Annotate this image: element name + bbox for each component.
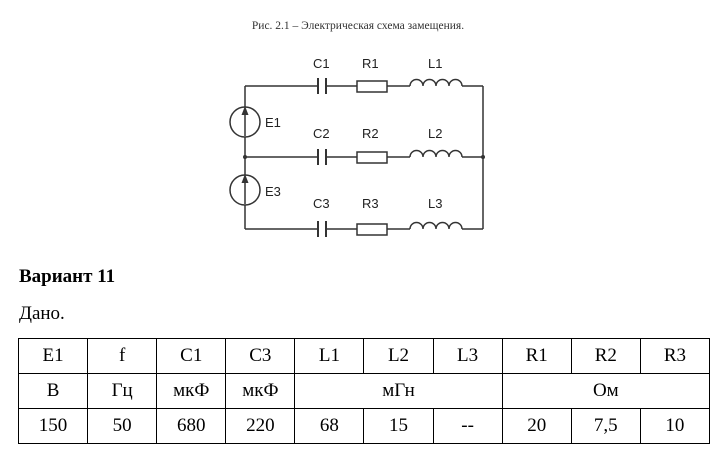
table-header-cell: R1: [501, 338, 572, 374]
figure-caption: Рис. 2.1 – Электрическая схема замещения…: [251, 20, 465, 32]
table-header-cell: R2: [570, 338, 641, 374]
value-cell: 220: [225, 408, 296, 444]
resistor-r1: [356, 80, 388, 93]
label-c3: C3: [313, 196, 330, 211]
inductor-l3: [409, 221, 463, 230]
table-header-cell: C1: [156, 338, 227, 374]
table-units-row: В Гц мкФ мкФ мГн Ом: [17, 373, 711, 409]
label-l1: L1: [428, 56, 442, 71]
resistor-r2: [356, 151, 388, 164]
table-header-cell: L3: [432, 338, 503, 374]
unit-cell: В: [17, 373, 89, 409]
label-c1: C1: [313, 56, 330, 71]
variant-heading: Вариант 11: [19, 266, 116, 287]
value-cell: 7,5: [570, 408, 641, 444]
value-cell: 10: [639, 408, 711, 444]
circuit-diagram: C1 R1 L1 C2 R2 L2 C3 R3 L3 E1 E3: [229, 56, 485, 237]
inductor-l2: [409, 149, 463, 158]
table-header-cell: L2: [363, 338, 434, 374]
table-header-cell: f: [87, 338, 158, 374]
branch-2: [245, 149, 483, 165]
table-header-cell: L1: [294, 338, 365, 374]
table-header-cell: C3: [225, 338, 296, 374]
value-cell: --: [432, 408, 503, 444]
table-header-cell: R3: [639, 338, 711, 374]
label-l3: L3: [428, 196, 442, 211]
arrow-e1: [241, 106, 249, 115]
junction-right: [481, 155, 485, 159]
label-c2: C2: [313, 126, 330, 141]
source-e3: [229, 174, 261, 206]
unit-cell-merged: мГн: [294, 373, 503, 409]
table-header-cell: E1: [17, 338, 89, 374]
inductor-l1: [409, 78, 463, 87]
resistor-r3: [356, 223, 388, 236]
label-r1: R1: [362, 56, 379, 71]
branch-1: [245, 78, 483, 94]
given-label: Дано.: [19, 303, 65, 324]
value-cell: 50: [87, 408, 158, 444]
unit-cell-merged: Ом: [501, 373, 711, 409]
label-e1: E1: [265, 115, 281, 130]
value-cell: 20: [501, 408, 572, 444]
label-r2: R2: [362, 126, 379, 141]
label-e3: E3: [265, 184, 281, 199]
value-cell: 15: [363, 408, 434, 444]
value-cell: 68: [294, 408, 365, 444]
label-l2: L2: [428, 126, 442, 141]
label-r3: R3: [362, 196, 379, 211]
unit-cell: мкФ: [225, 373, 296, 409]
table-header-row: E1 f C1 C3 L1 L2 L3 R1 R2 R3: [17, 338, 711, 374]
junction-left: [243, 155, 247, 159]
arrow-e3: [241, 174, 249, 183]
table-values-row: 150 50 680 220 68 15 -- 20 7,5 10: [17, 408, 711, 444]
value-cell: 150: [17, 408, 89, 444]
parameters-table: E1 f C1 C3 L1 L2 L3 R1 R2 R3 В Гц мкФ мк…: [17, 338, 711, 444]
unit-cell: мкФ: [156, 373, 227, 409]
unit-cell: Гц: [87, 373, 158, 409]
branch-3: [245, 221, 483, 237]
value-cell: 680: [156, 408, 227, 444]
